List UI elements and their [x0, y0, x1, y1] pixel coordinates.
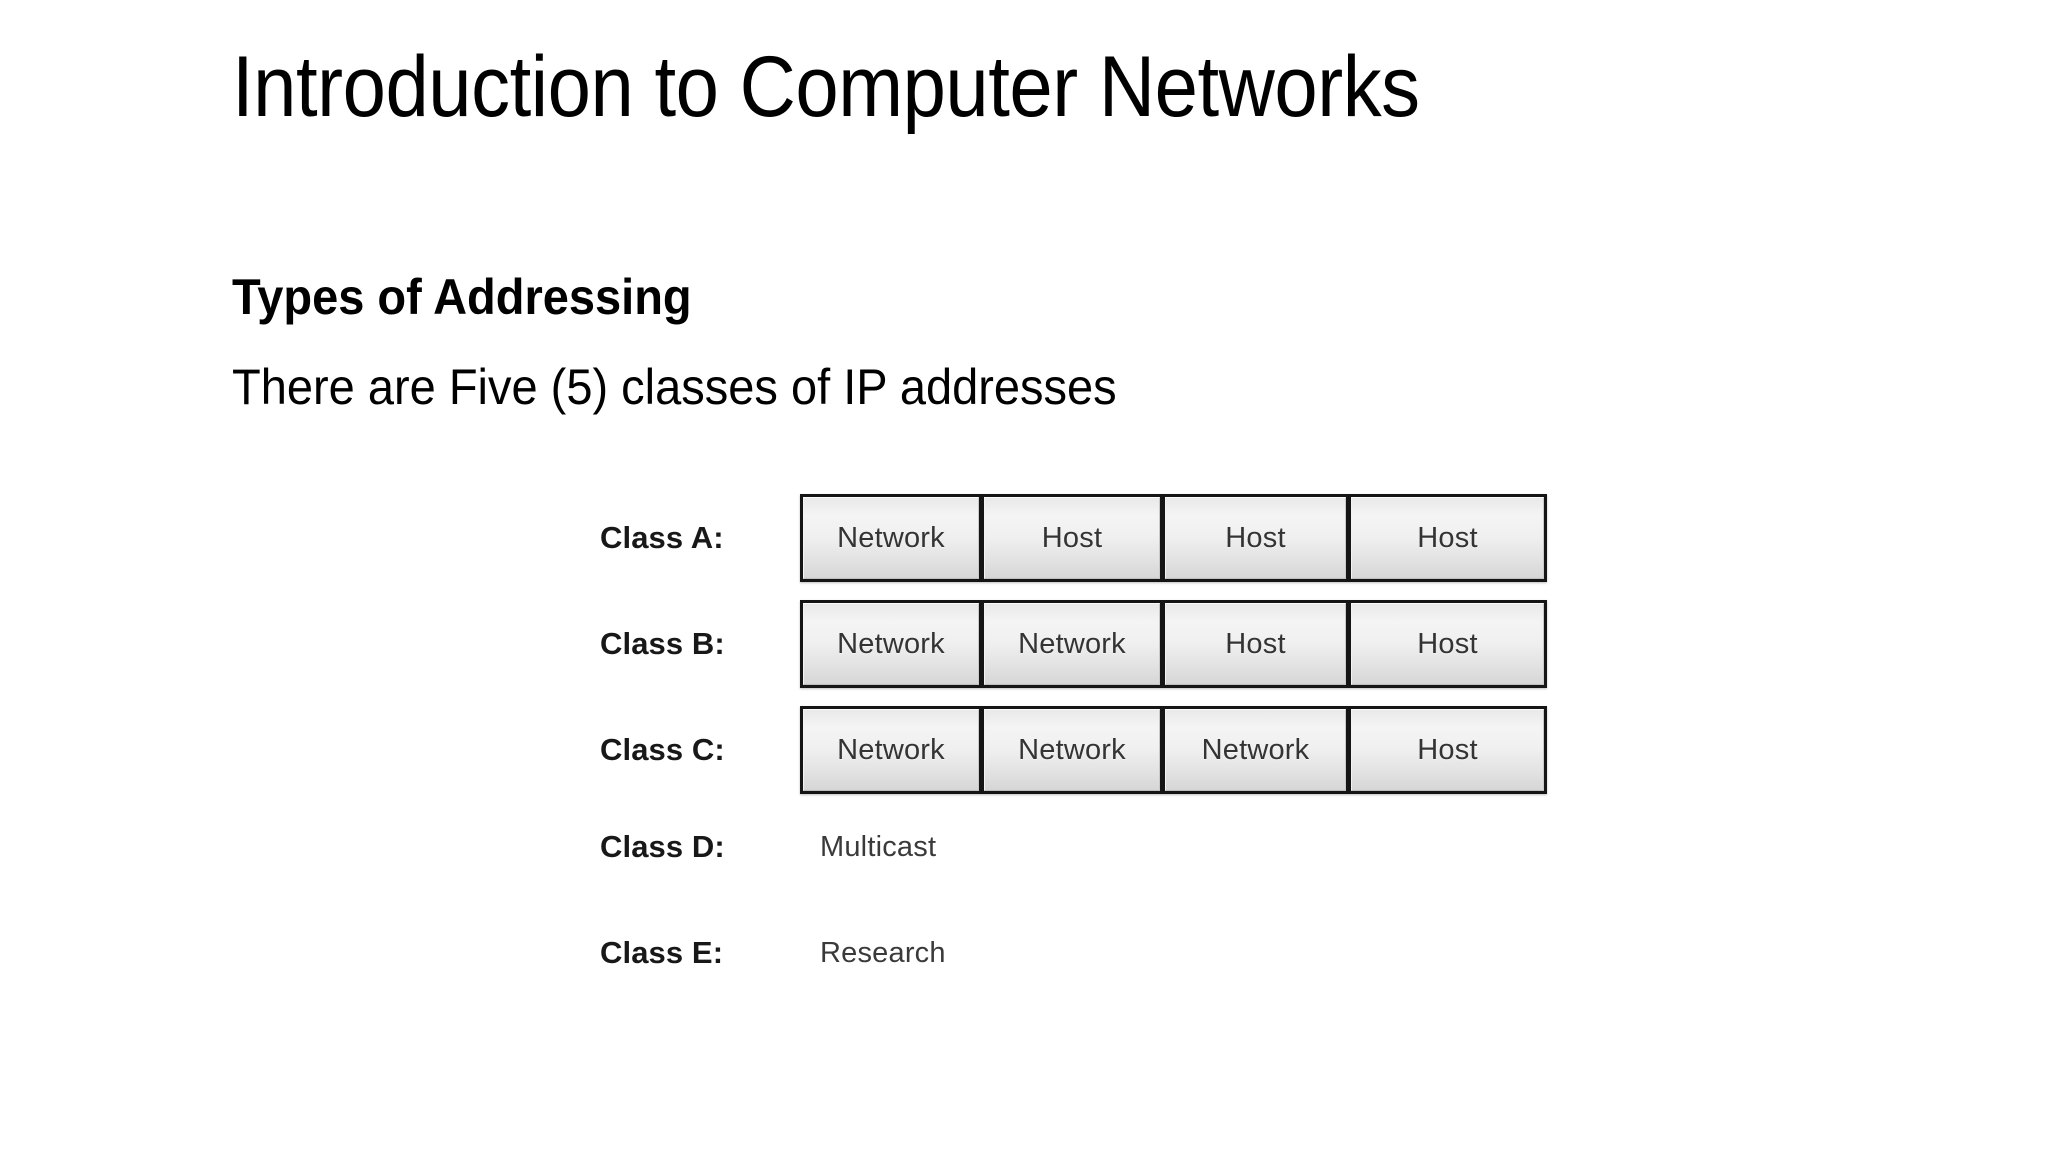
- class-value-e: Research: [820, 936, 946, 969]
- octet-cell: Network: [803, 603, 979, 685]
- class-label-d: Class D:: [600, 829, 725, 864]
- octet-group-b: Network Network Host Host: [800, 600, 1547, 688]
- octet-cell: Host: [1165, 497, 1346, 579]
- octet-cell: Network: [803, 497, 979, 579]
- octet-group-c: Network Network Network Host: [800, 706, 1547, 794]
- octet-cell: Network: [1165, 709, 1346, 791]
- class-label-e: Class E:: [600, 935, 724, 970]
- octet-cell: Host: [1351, 497, 1544, 579]
- octet-cell: Network: [984, 709, 1160, 791]
- section-lead-text: There are Five (5) classes of IP address…: [232, 359, 1117, 415]
- octet-group-a: Network Host Host Host: [800, 494, 1547, 582]
- class-row-e: Class E: Research: [600, 918, 1540, 988]
- octet-cell: Network: [803, 709, 979, 791]
- octet-cell: Network: [984, 603, 1160, 685]
- octet-cell: Host: [1165, 603, 1346, 685]
- page-title: Introduction to Computer Networks: [232, 39, 1420, 135]
- class-row-c: Class C: Network Network Network Host: [600, 702, 1547, 798]
- class-label-b: Class B:: [600, 626, 725, 661]
- class-row-a: Class A: Network Host Host Host: [600, 490, 1547, 586]
- class-value-d: Multicast: [820, 830, 937, 863]
- class-row-b: Class B: Network Network Host Host: [600, 596, 1547, 692]
- class-label-c: Class C:: [600, 732, 725, 767]
- octet-cell: Host: [1351, 709, 1544, 791]
- octet-cell: Host: [1351, 603, 1544, 685]
- section-heading: Types of Addressing: [232, 269, 692, 325]
- class-row-d: Class D: Multicast: [600, 812, 1540, 882]
- class-label-a: Class A:: [600, 520, 724, 555]
- ip-address-classes-figure: Class A: Network Host Host Host Class B:…: [600, 490, 1547, 1050]
- octet-cell: Host: [984, 497, 1160, 579]
